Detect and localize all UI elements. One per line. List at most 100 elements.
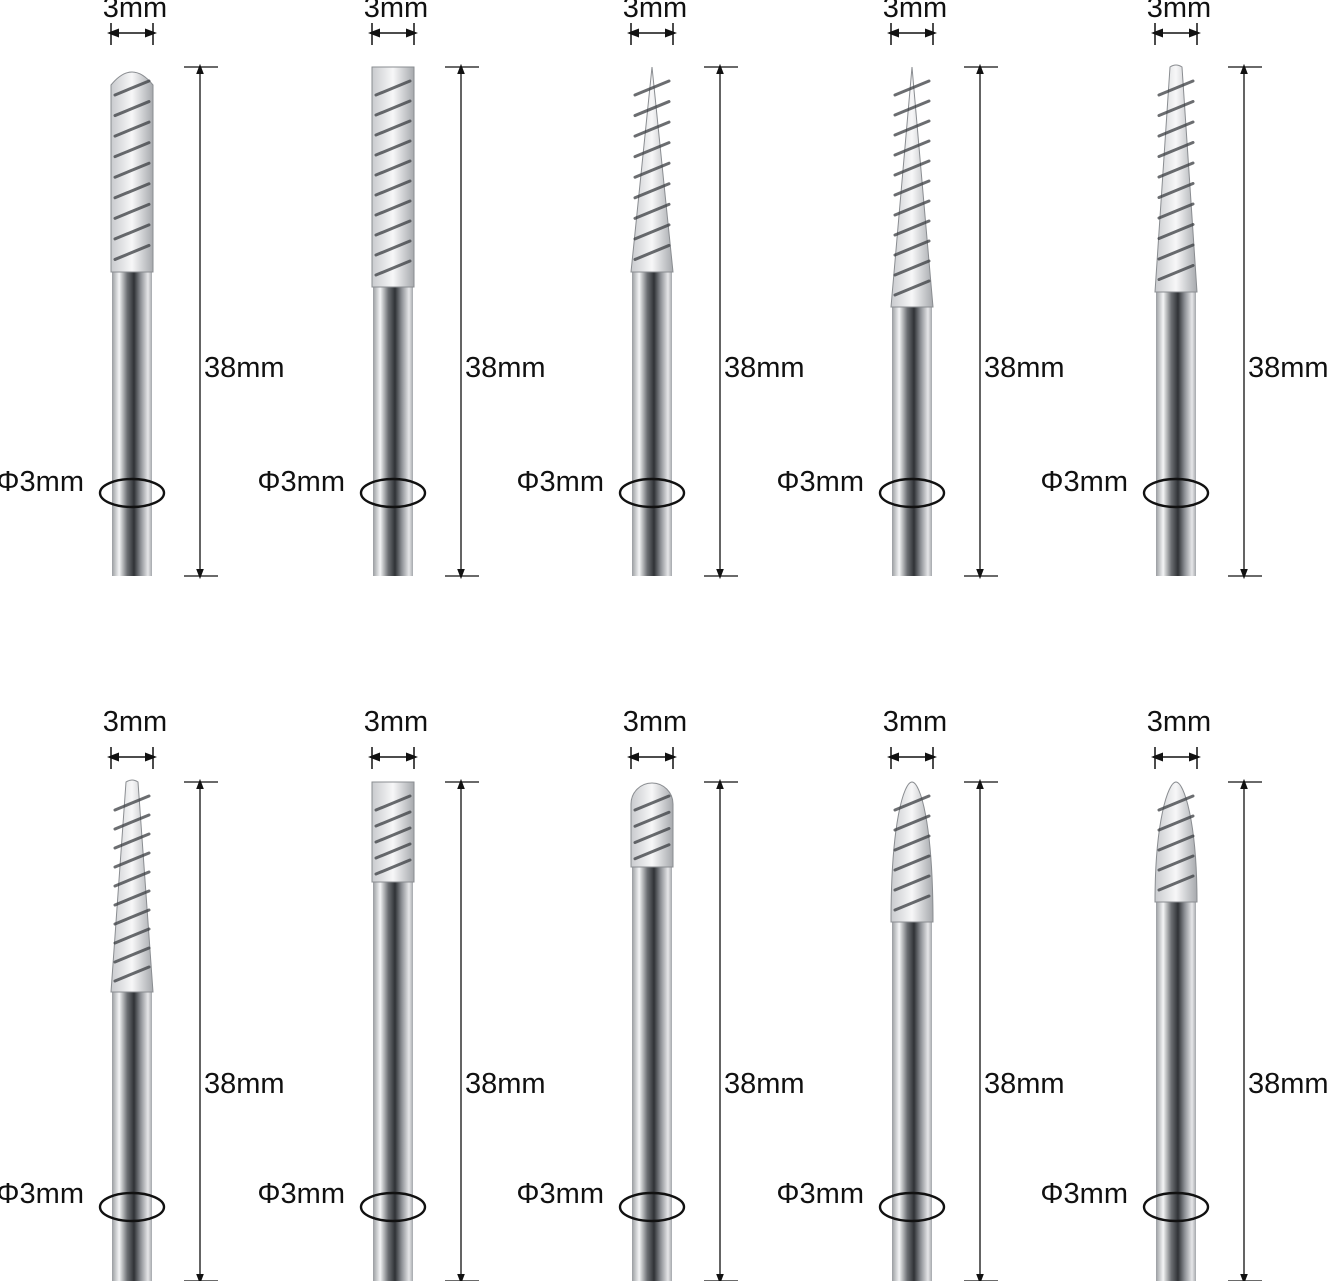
length-label: 38mm [984, 1068, 1065, 1100]
flute-cut [1157, 100, 1195, 117]
flute-cut [374, 239, 412, 257]
flute-cut [113, 243, 151, 261]
shank-diameter-label: Φ3mm [257, 466, 345, 498]
shank-diameter-label: Φ3mm [516, 466, 604, 498]
flute-cut [1157, 161, 1195, 179]
flute-cut [893, 159, 931, 177]
flute-cut [374, 842, 412, 860]
bit-shank [112, 268, 152, 576]
flute-cut [1157, 223, 1195, 240]
flute-cut [893, 854, 931, 872]
flute-cut [374, 219, 412, 237]
bit-cutting-head [110, 71, 154, 273]
drill-bit-5 [1142, 23, 1262, 580]
flute-cut [113, 946, 151, 964]
flute-cut [893, 279, 931, 297]
drill-bit-2 [359, 23, 479, 580]
shank-diameter-label: Φ3mm [776, 1178, 864, 1210]
flute-cut [374, 794, 412, 812]
shank-diameter-label: Φ3mm [0, 1178, 84, 1210]
flute-cut [633, 202, 671, 220]
flute-cut [893, 874, 931, 892]
shank-diameter-ring [359, 1191, 427, 1223]
flute-cut [893, 794, 931, 812]
shank-diameter-label: Φ3mm [257, 1178, 345, 1210]
flute-cut [893, 239, 931, 257]
tip-width-label: 3mm [1146, 0, 1212, 24]
flute-cut [374, 139, 412, 157]
flute-cut [633, 243, 671, 261]
shank-diameter-ring [878, 1191, 946, 1223]
bit-shank [1156, 898, 1196, 1281]
flute-cut [633, 161, 671, 179]
drill-bit-9 [878, 747, 998, 1285]
bit-shank [373, 878, 413, 1281]
flute-cut [633, 810, 671, 828]
shank-diameter-ring [618, 477, 686, 509]
flute-cut [1157, 141, 1195, 158]
flute-cut [1157, 202, 1195, 220]
flute-cut [374, 810, 412, 828]
flute-cut [893, 199, 931, 217]
bit-shank [632, 268, 672, 576]
length-label: 38mm [1248, 1068, 1329, 1100]
length-label: 38mm [204, 352, 285, 384]
drill-bit-4 [878, 23, 998, 580]
flute-cut [893, 814, 931, 832]
length-label: 38mm [984, 352, 1065, 384]
flute-cut [113, 161, 151, 179]
tip-width-label: 3mm [1146, 706, 1212, 738]
flute-cut [113, 832, 151, 850]
drill-bit-3 [618, 23, 738, 580]
flute-cut [1157, 874, 1195, 892]
shank-diameter-label: Φ3mm [0, 466, 84, 498]
flute-cut [1157, 79, 1195, 97]
flute-cut [113, 141, 151, 159]
shank-diameter-ring [878, 477, 946, 509]
flute-cut [374, 159, 412, 177]
flute-cut [633, 141, 671, 159]
flute-cut [113, 851, 151, 869]
flute-cut [893, 119, 931, 137]
flute-cut [893, 834, 931, 852]
flute-cut [374, 119, 412, 137]
flute-cut [113, 927, 151, 945]
tip-width-label: 3mm [882, 706, 948, 738]
length-label: 38mm [724, 352, 805, 384]
flute-cut [1157, 854, 1195, 872]
flute-cut [113, 120, 151, 138]
tip-width-label: 3mm [882, 0, 948, 24]
flute-cut [113, 870, 151, 888]
flute-cut [113, 794, 151, 812]
shank-diameter-label: Φ3mm [516, 1178, 604, 1210]
flute-cut [113, 889, 151, 907]
tip-width-label: 3mm [622, 0, 688, 24]
flute-cut [1157, 814, 1195, 832]
drill-bit-1 [98, 23, 218, 580]
flute-cut [633, 100, 671, 118]
flute-cut [893, 219, 931, 237]
shank-diameter-ring [618, 1191, 686, 1223]
tip-width-label: 3mm [363, 706, 429, 738]
flute-cut [633, 120, 671, 138]
length-label: 38mm [204, 1068, 285, 1100]
tip-width-label: 3mm [102, 706, 168, 738]
flute-cut [374, 259, 412, 277]
bit-shank [892, 918, 932, 1281]
flute-cut [633, 223, 671, 241]
bit-shank [112, 988, 152, 1281]
flute-cut [113, 223, 151, 241]
flute-cut [113, 965, 151, 983]
flute-cut [893, 179, 931, 197]
shank-diameter-label: Φ3mm [1040, 466, 1128, 498]
bit-shank [892, 303, 932, 576]
bit-shank [632, 863, 672, 1281]
flute-cut [374, 99, 412, 117]
flute-cut [893, 99, 931, 117]
flute-cut [374, 826, 412, 844]
length-label: 38mm [1248, 352, 1329, 384]
bit-shank [373, 283, 413, 576]
flute-cut [113, 79, 151, 97]
